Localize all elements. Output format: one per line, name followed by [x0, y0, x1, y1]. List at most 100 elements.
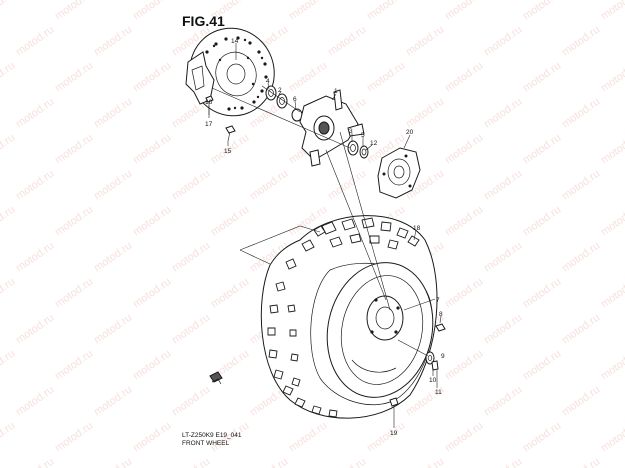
- watermark-text: motod.ru: [170, 240, 212, 275]
- valve-cap: [209, 371, 223, 385]
- watermark-text: motod.ru: [404, 96, 446, 131]
- callout-14: 14: [231, 38, 239, 45]
- watermark-text: motod.ru: [14, 168, 56, 203]
- watermark-text: motod.ru: [521, 420, 563, 455]
- watermark-text: motod.ru: [170, 456, 212, 468]
- watermark-text: motod.ru: [443, 0, 485, 22]
- callout-12: 12: [370, 140, 378, 147]
- watermark-text: motod.ru: [92, 240, 134, 275]
- callout-20: 20: [406, 129, 414, 136]
- figure-title: FIG.41: [182, 13, 225, 29]
- watermark-text: motod.ru: [14, 384, 56, 419]
- watermark-text: motod.ru: [521, 276, 563, 311]
- wheel-hub: [299, 89, 365, 167]
- watermark-text: motod.ru: [287, 420, 329, 455]
- callout-10: 10: [429, 377, 437, 384]
- callout-1: 1: [334, 88, 338, 95]
- watermark-text: motod.ru: [92, 24, 134, 59]
- watermark-text: motod.ru: [521, 60, 563, 95]
- watermark-text: motod.ru: [599, 132, 625, 167]
- callout-15: 15: [224, 148, 232, 155]
- figure-caption: FRONT WHEEL: [182, 440, 230, 447]
- watermark-text: motod.ru: [131, 0, 173, 22]
- callout-6: 6: [293, 96, 297, 103]
- watermark-text: motod.ru: [521, 132, 563, 167]
- watermark-text: motod.ru: [131, 132, 173, 167]
- watermark-text: motod.ru: [482, 168, 524, 203]
- callout-2: 2: [278, 87, 282, 94]
- watermark-text: motod.ru: [14, 24, 56, 59]
- watermark-text: motod.ru: [287, 0, 329, 22]
- wheel-rim: [326, 262, 434, 398]
- watermark-text: motod.ru: [92, 384, 134, 419]
- watermark-text: motod.ru: [92, 456, 134, 468]
- watermark-text: motod.ru: [170, 312, 212, 347]
- figure-footer: LT-Z250K9 E19_041 FRONT WHEEL: [182, 432, 242, 448]
- watermark-text: motod.ru: [14, 456, 56, 468]
- watermark-text: motod.ru: [482, 384, 524, 419]
- callout-5: 5: [361, 132, 365, 139]
- watermark-text: motod.ru: [131, 348, 173, 383]
- callout-3: 3: [349, 128, 353, 135]
- callout-leaders: [208, 43, 442, 428]
- callout-7: 7: [436, 297, 440, 304]
- watermark-text: motod.ru: [53, 204, 95, 239]
- watermark-text: motod.ru: [482, 456, 524, 468]
- watermark-text: motod.ru: [53, 60, 95, 95]
- watermark-text: motod.ru: [443, 420, 485, 455]
- watermark-text: motod.ru: [326, 24, 368, 59]
- watermark-text: motod.ru: [443, 276, 485, 311]
- callout-labels: 14 2 4 6 1 3 5 12 20 18 7 8 9 10 11 19 1…: [205, 38, 445, 437]
- watermark-text: motod.ru: [53, 420, 95, 455]
- callout-9: 9: [441, 353, 445, 360]
- watermark-text: motod.ru: [560, 168, 602, 203]
- watermark-text: motod.ru: [599, 60, 625, 95]
- watermark-text: motod.ru: [53, 276, 95, 311]
- watermark-text: motod.ru: [131, 60, 173, 95]
- watermark-text: motod.ru: [521, 0, 563, 22]
- watermark-text: motod.ru: [0, 0, 17, 22]
- watermark-text: motod.ru: [599, 348, 625, 383]
- hub-cap: [377, 147, 421, 199]
- watermark-text: motod.ru: [92, 168, 134, 203]
- watermark-text: motod.ru: [0, 204, 17, 239]
- tire-valve: [389, 397, 399, 418]
- watermark-text: motod.ru: [560, 24, 602, 59]
- watermark-text: motod.ru: [521, 204, 563, 239]
- watermark-text: motod.ru: [560, 456, 602, 468]
- callout-8: 8: [439, 311, 443, 318]
- watermark-text: motod.ru: [0, 60, 17, 95]
- watermark-text: motod.ru: [599, 420, 625, 455]
- callout-17: 17: [205, 121, 213, 128]
- watermark-text: motod.ru: [560, 240, 602, 275]
- watermark-text: motod.ru: [0, 132, 17, 167]
- watermark-text: motod.ru: [599, 0, 625, 22]
- watermark-text: motod.ru: [248, 168, 290, 203]
- caliper-bolt: [225, 125, 236, 142]
- watermark-text: motod.ru: [170, 384, 212, 419]
- watermark-text: motod.ru: [0, 348, 17, 383]
- watermark-text: motod.ru: [560, 384, 602, 419]
- watermark-text: motod.ru: [326, 168, 368, 203]
- callout-11: 11: [435, 389, 442, 396]
- watermark-text: motod.ru: [482, 312, 524, 347]
- callout-4: 4: [266, 78, 270, 85]
- watermark-text: motod.ru: [287, 60, 329, 95]
- watermark-text: motod.ru: [0, 420, 17, 455]
- watermark-text: motod.ru: [131, 204, 173, 239]
- watermark-text: motod.ru: [326, 456, 368, 468]
- wheel-nut-parts: [425, 323, 446, 371]
- watermark-text: motod.ru: [92, 96, 134, 131]
- watermark-text: motod.ru: [0, 276, 17, 311]
- watermark-text: motod.ru: [443, 60, 485, 95]
- callout-16: 16: [205, 99, 213, 106]
- watermark-text: motod.ru: [53, 0, 95, 22]
- watermark-text: motod.ru: [365, 60, 407, 95]
- watermark-text: motod.ru: [599, 276, 625, 311]
- watermark-text: motod.ru: [443, 348, 485, 383]
- watermark-text: motod.ru: [248, 456, 290, 468]
- watermark-text: motod.ru: [443, 204, 485, 239]
- watermark-text: motod.ru: [209, 204, 251, 239]
- watermark-text: motod.ru: [404, 24, 446, 59]
